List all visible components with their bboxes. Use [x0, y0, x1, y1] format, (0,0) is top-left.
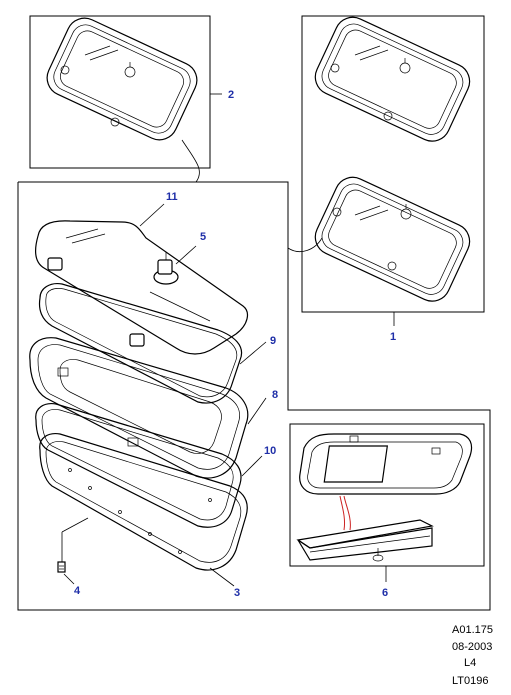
sunroof-panel-assembly-small [46, 17, 198, 141]
outer-frame: 8 [29, 337, 278, 479]
handle-knob: 5 [153, 231, 206, 285]
reference-date: 08-2003 [452, 641, 492, 653]
sunroof-panel-assembly-upper [314, 16, 471, 142]
reference-code: A01.175 [452, 624, 493, 636]
reference-image-id: LT0196 [452, 675, 489, 687]
box-item-1: 1 [301, 15, 485, 343]
callout-11-group: 11 [139, 191, 178, 227]
glass-lid [34, 220, 249, 355]
callout-8: 8 [272, 389, 278, 401]
screw: 4 [57, 517, 89, 597]
callout-5: 5 [200, 231, 206, 243]
sunroof-panel-assembly-lower [314, 176, 471, 302]
inner-seal: 9 [38, 283, 276, 404]
callout-2: 2 [228, 89, 234, 101]
blind-assembly [296, 433, 473, 562]
callout-11: 11 [166, 191, 178, 203]
callout-1: 1 [390, 331, 396, 343]
callout-6: 6 [382, 587, 388, 599]
callout-4: 4 [74, 585, 81, 597]
callout-3: 3 [234, 587, 240, 599]
callout-10: 10 [264, 445, 276, 457]
box-item-2: 2 [29, 15, 234, 169]
exploded-view-frame [17, 139, 491, 611]
base-frame: 3 [39, 433, 248, 599]
reference-line3: L4 [464, 657, 476, 669]
box-item-6: 6 [289, 423, 485, 599]
reference-block: A01.175 08-2003 L4 LT0196 [452, 624, 493, 687]
trim-seal: 10 [35, 403, 276, 528]
callout-9: 9 [270, 335, 276, 347]
